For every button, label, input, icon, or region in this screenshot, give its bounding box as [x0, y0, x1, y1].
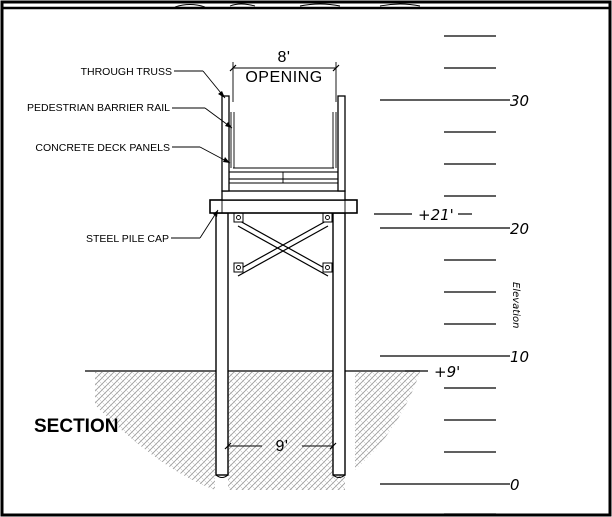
cross-bracing: [233, 212, 333, 277]
elev-tick-30: 30: [510, 92, 529, 110]
truss-bottom-chord: [221, 190, 346, 201]
elevation-axis-label: Elevation: [510, 282, 521, 328]
elev-tick-20: 20: [510, 220, 529, 238]
through-truss: [221, 95, 346, 192]
soil-hatch-left: [95, 372, 215, 490]
steel-pile-cap: [209, 199, 358, 214]
opening-word: OPENING: [245, 69, 322, 86]
label-steel-pile-cap: STEEL PILE CAP: [86, 233, 169, 245]
concrete-deck-panels: [228, 171, 339, 180]
pile-left-end: [215, 474, 229, 478]
opening-value: 8': [278, 49, 291, 66]
pile-spacing-value: 9': [276, 438, 289, 455]
elev-tick-10: 10: [510, 348, 529, 366]
soil-hatch-right: [355, 372, 420, 470]
label-through-truss: THROUGH TRUSS: [81, 66, 172, 78]
elev-marker-9: +9': [434, 363, 460, 381]
pile-right-end: [332, 474, 346, 478]
pile-spacing-dimension: [224, 440, 337, 460]
label-pedestrian-barrier-rail: PEDESTRIAN BARRIER RAIL: [27, 102, 170, 114]
elevation-scale: [374, 35, 510, 515]
pile-right: [332, 212, 346, 476]
pedestrian-barrier-rail: [230, 112, 337, 168]
label-concrete-deck-panels: CONCRETE DECK PANELS: [35, 142, 170, 154]
elev-marker-21: +21': [418, 206, 454, 224]
elev-tick-0: 0: [510, 476, 520, 494]
soil-hatch-center: [228, 372, 345, 490]
pile-left: [215, 212, 229, 476]
top-edge-sketch: [174, 3, 421, 8]
opening-dimension: [229, 62, 340, 102]
section-title: SECTION: [34, 416, 118, 437]
